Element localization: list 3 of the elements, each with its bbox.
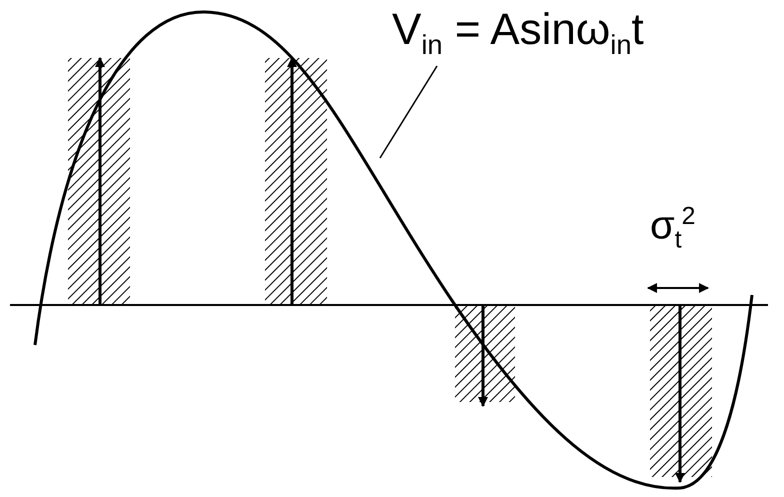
equation-label: V$_{in}$ = Asinω$_{in}$t xyxy=(392,8,644,58)
sine-curve xyxy=(34,10,754,490)
leader-line xyxy=(379,66,438,158)
